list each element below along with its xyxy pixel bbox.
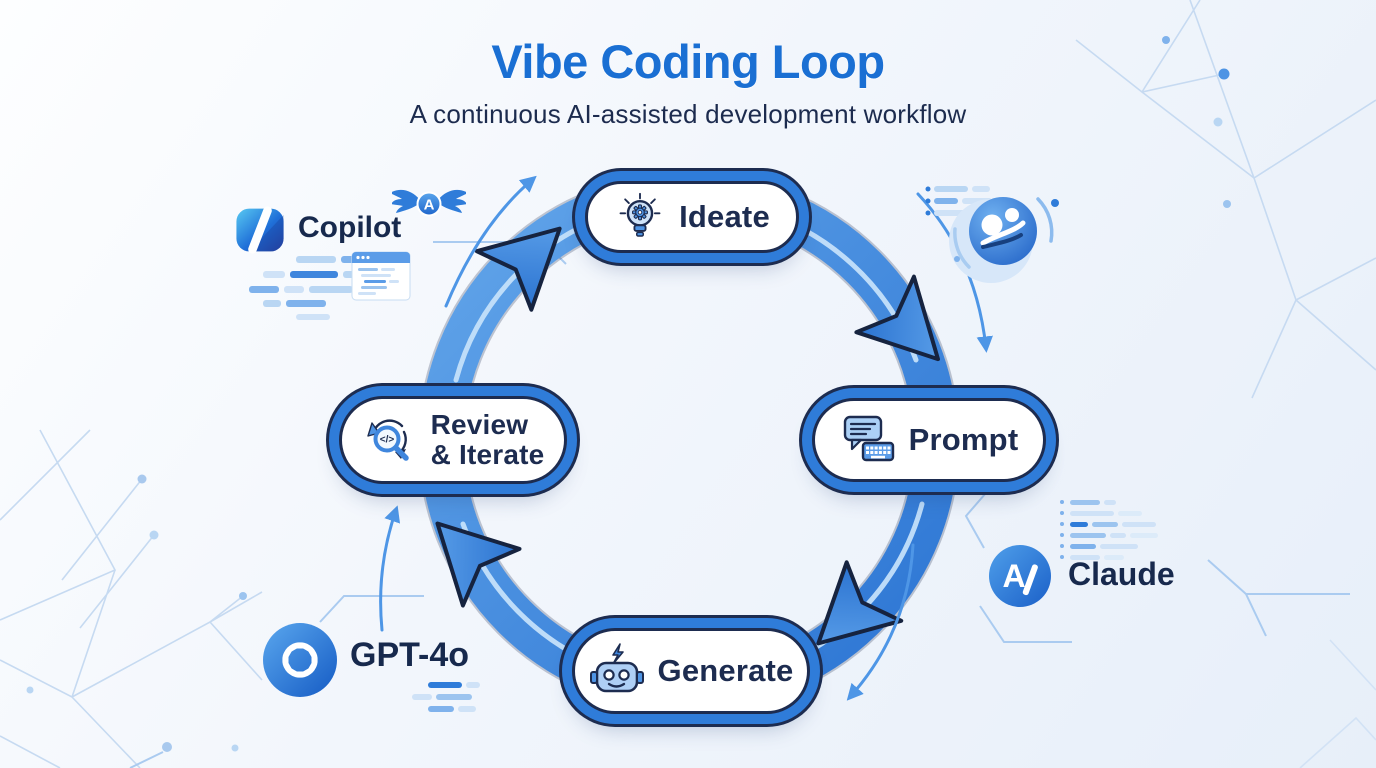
arrow-prompt-to-generate [816,560,904,646]
page-title: Vibe Coding Loop [491,35,885,88]
badge-letter: A [424,197,435,214]
code-glyph: </> [379,435,394,446]
lightbulb-gear-icon [619,192,661,237]
loop-node-prompt: Prompt [812,398,1046,482]
claude-logo-letter: A [1002,558,1025,594]
copilot-logo-icon [236,206,284,254]
node-label-generate: Generate [657,653,794,688]
tool-label-copilot: Copilot [298,211,402,244]
arrow-ideate-to-prompt [854,274,940,362]
network-dots-bottom-left [26,474,247,752]
code-lines-claude [1060,500,1158,560]
node-label-ideate: Ideate [679,199,770,234]
page-subtitle: A continuous AI-assisted development wor… [409,99,967,129]
loop-node-ideate: Ideate [585,181,799,253]
flow-arrowheads [435,226,940,646]
network-lines-top-right [1075,0,1376,399]
arrow-review-to-ideate [474,226,562,312]
code-window-icon [351,251,411,301]
network-lines-bottom-left [0,429,263,768]
network-dots-top-right [1162,36,1231,208]
review-line2: & Iterate [430,439,545,470]
robot-icon [589,643,644,693]
tool-label-claude: Claude [1068,556,1175,592]
review-line1: Review [430,408,529,440]
code-magnifier-refresh-icon: </> [366,419,409,461]
chat-keyboard-icon [843,415,894,462]
claude-logo-icon: A [989,545,1051,607]
header: Vibe Coding Loop A continuous AI-assiste… [0,34,1376,130]
node-label-review-iterate: Review & Iterate [430,408,545,470]
arrow-generate-to-review [435,521,522,608]
network-line-bottom-right [1299,639,1376,768]
openai-logo-icon [263,623,337,697]
winged-a-badge-icon: A [392,189,466,217]
loop-node-generate: Generate [572,628,810,714]
node-label-prompt: Prompt [908,422,1019,457]
loop-node-review-iterate: </> Review & Iterate [339,396,567,484]
tool-label-gpt-4o: GPT-4o [350,636,470,674]
code-lines-gpt [412,682,480,712]
pair-programmers-icon [949,197,1059,283]
